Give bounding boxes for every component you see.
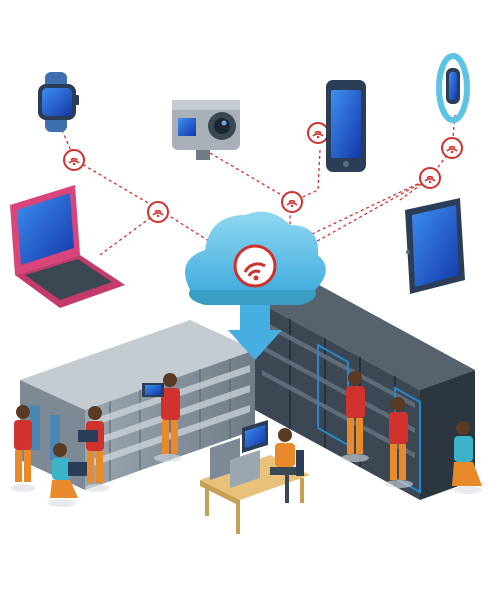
wifi-icon xyxy=(147,201,169,223)
wifi-icon xyxy=(63,149,85,171)
tablet-icon xyxy=(405,198,465,294)
cloud-icon xyxy=(185,211,326,360)
wifi-icon xyxy=(243,262,266,277)
monitor-icon xyxy=(242,420,268,453)
wifi-icon xyxy=(307,122,329,144)
worker-5 xyxy=(270,428,304,503)
floor-shadows xyxy=(11,454,482,507)
worker-6 xyxy=(346,371,365,454)
wifi-icon xyxy=(441,137,463,159)
worker-8 xyxy=(452,421,482,486)
action-camera-icon xyxy=(172,100,240,160)
fitness-band-icon xyxy=(436,53,470,123)
worker-1 xyxy=(14,405,32,482)
server-rack-row-right xyxy=(255,280,475,500)
laptop-icon xyxy=(10,185,125,308)
wifi-badges xyxy=(63,122,463,223)
wifi-icon xyxy=(419,167,441,189)
worker-figures xyxy=(14,371,482,503)
server-unit xyxy=(210,438,260,488)
worker-3 xyxy=(78,406,104,483)
worker-4 xyxy=(142,373,180,454)
smartwatch-icon xyxy=(38,72,79,132)
wifi-icon xyxy=(281,191,303,213)
worker-2 xyxy=(50,443,88,498)
worker-7 xyxy=(389,397,408,480)
smartphone-icon xyxy=(326,80,366,172)
